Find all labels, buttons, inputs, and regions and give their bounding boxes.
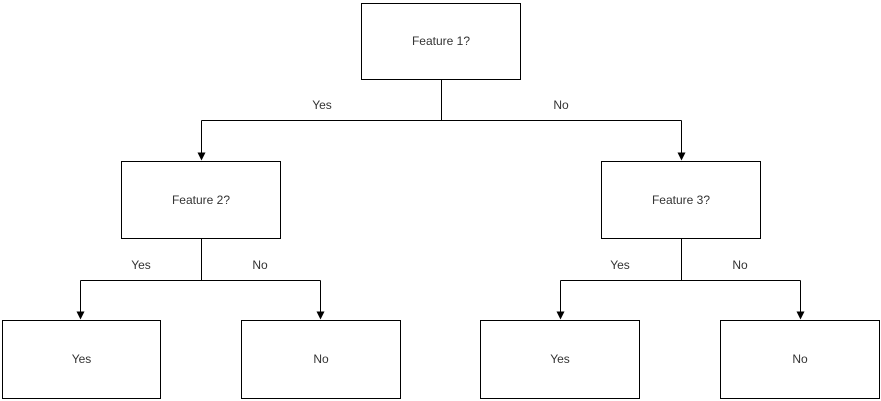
- node-leaf-yes-right: Yes: [480, 320, 640, 399]
- edge-label-root-yes: Yes: [310, 98, 334, 112]
- edge-label-left-yes: Yes: [129, 258, 153, 272]
- node-feature-1: Feature 1?: [361, 3, 521, 80]
- edge-label-right-no: No: [730, 258, 750, 272]
- node-leaf-no-right: No: [720, 320, 880, 399]
- edge-label-left-no: No: [250, 258, 270, 272]
- node-feature-3: Feature 3?: [601, 161, 761, 239]
- edge-label-right-yes: Yes: [608, 258, 632, 272]
- node-feature-2: Feature 2?: [121, 161, 281, 239]
- node-leaf-yes-left: Yes: [2, 320, 161, 399]
- edge-label-root-no: No: [551, 98, 571, 112]
- node-leaf-no-left: No: [241, 320, 401, 399]
